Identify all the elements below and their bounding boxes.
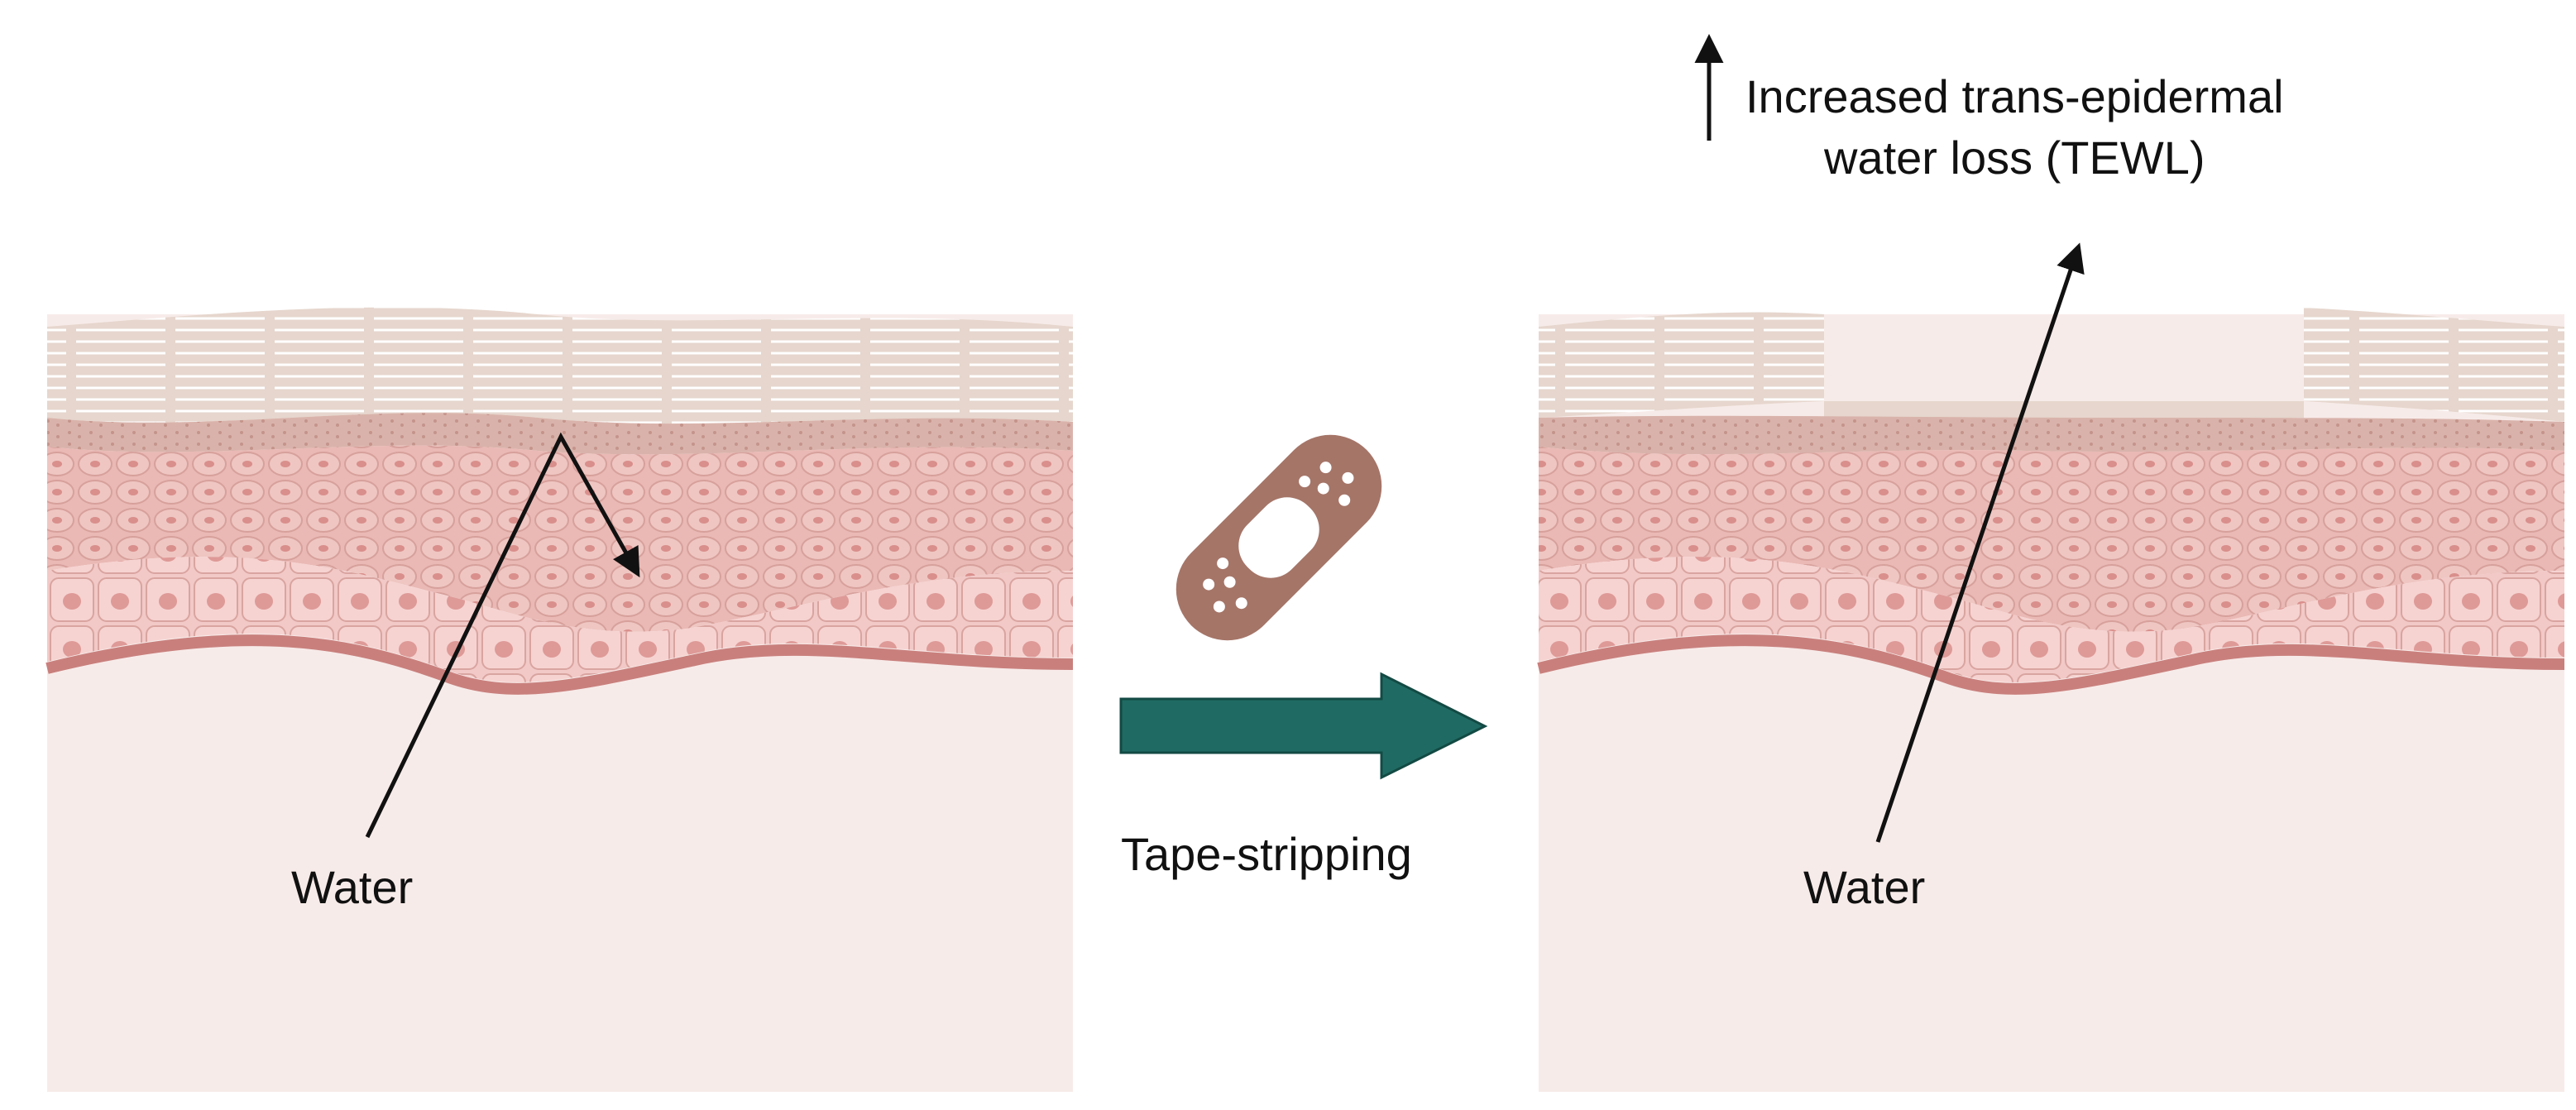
right-water-label: Water bbox=[1803, 861, 1926, 913]
bandage-icon bbox=[1175, 434, 1382, 641]
water-retention-arrow bbox=[365, 432, 640, 839]
basement-membrane bbox=[1537, 634, 2565, 695]
tewl-line-2: water loss (TEWL) bbox=[1824, 132, 2205, 184]
tewl-line-1: Increased trans-epidermal bbox=[1745, 70, 2284, 122]
stratum-basale bbox=[47, 557, 1073, 682]
stratum-corneum bbox=[1539, 312, 1824, 418]
stratum-corneum bbox=[47, 307, 1073, 424]
stratum-basale bbox=[1539, 557, 2564, 682]
stratum-granulosum bbox=[47, 413, 1073, 455]
stratum-corneum bbox=[2304, 308, 2564, 422]
left-water-label: Water bbox=[291, 861, 414, 913]
tewl-label: Increased trans-epidermal water loss (TE… bbox=[1745, 66, 2284, 189]
process-arrow bbox=[1119, 672, 1488, 780]
tape-stripping-process bbox=[1119, 434, 1488, 780]
intact-skin-panel bbox=[45, 307, 1074, 1092]
stratum-spinosum bbox=[1539, 447, 2564, 632]
water-loss-arrow bbox=[1875, 242, 2085, 843]
basement-membrane bbox=[45, 634, 1074, 695]
stripped-corneum bbox=[1824, 401, 2304, 418]
stratum-granulosum bbox=[1539, 415, 2564, 455]
stratum-spinosum bbox=[47, 445, 1073, 632]
tape-stripped-skin-panel bbox=[1537, 34, 2565, 1092]
tape-stripping-label: Tape-stripping bbox=[1121, 828, 1412, 880]
